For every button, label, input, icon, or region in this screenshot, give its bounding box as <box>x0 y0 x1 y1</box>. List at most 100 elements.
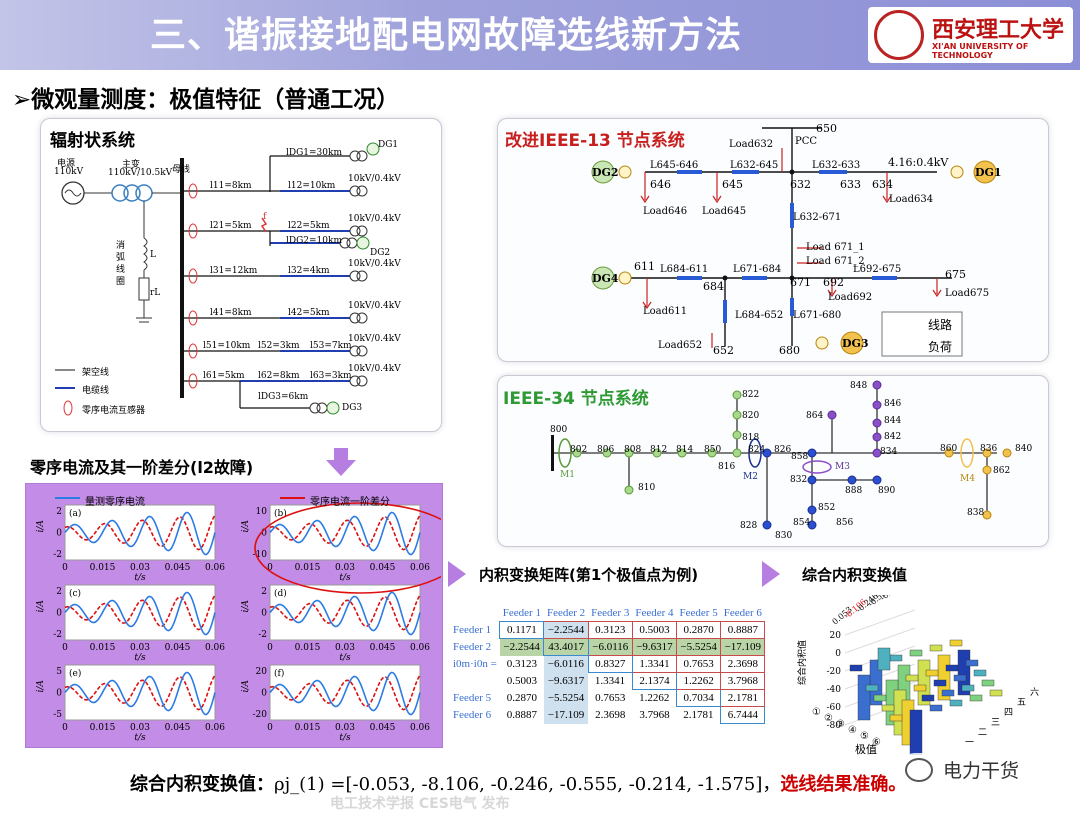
bar <box>877 647 891 671</box>
node-label: 634 <box>872 178 893 191</box>
bar <box>961 684 975 692</box>
measured-series <box>64 591 216 636</box>
coil-L: L <box>150 250 156 260</box>
load-label: Load634 <box>889 194 934 205</box>
y-tick: 0 <box>261 689 267 699</box>
y-tick: 2 <box>56 587 62 597</box>
x-label: t/s <box>339 653 351 663</box>
legend-cable: 电缆线 <box>82 386 110 396</box>
line-label: L632-633 <box>812 160 861 171</box>
x-tick: 0.03 <box>335 643 355 653</box>
matrix-cell: −2.2544 <box>499 638 544 656</box>
y-tick: 二 <box>978 728 987 738</box>
matrix-cell: 2.3698 <box>595 709 626 721</box>
bar <box>925 669 939 677</box>
node-label: 680 <box>779 344 800 357</box>
matrix-cell: 1.3341 <box>631 655 678 673</box>
matrix-cell: −2.2544 <box>543 621 589 639</box>
node-label: 802 <box>570 445 588 455</box>
matrix-col-header: Feeder 1 <box>502 607 541 619</box>
bar <box>849 664 863 672</box>
node-label: 684 <box>703 280 724 293</box>
node-label: 818 <box>742 433 760 443</box>
matrix-cell: 1.2262 <box>639 692 670 705</box>
line-label: l61=5km <box>203 371 245 381</box>
node-label: 846 <box>884 399 902 409</box>
x-tick: 0.03 <box>130 643 150 653</box>
matrix-cell: 43.4017 <box>543 638 589 656</box>
x-tick: 0.03 <box>335 723 355 733</box>
node-label: 838 <box>967 508 985 518</box>
value-label: -0.214 <box>879 595 904 603</box>
node-label: 858 <box>791 452 809 462</box>
matrix-cell: −6.0116 <box>587 638 633 656</box>
wechat-icon <box>905 758 933 782</box>
y-tick: -10 <box>253 550 268 560</box>
matrix-cell: 0.5003 <box>631 621 678 639</box>
radial-title: 辐射状系统 <box>50 131 135 151</box>
matrix-cell: 0.1171 <box>499 621 545 639</box>
matrix-cell: 1.3341 <box>594 675 626 688</box>
z-tick: -40 <box>827 685 842 695</box>
x-tick: ③ <box>836 719 845 730</box>
bar <box>949 699 963 707</box>
pcc-label: PCC <box>795 136 818 147</box>
y-tick: 20 <box>256 667 268 677</box>
node-label: 856 <box>836 518 854 528</box>
x-tick: 0.06 <box>410 563 430 573</box>
line-label: L671-684 <box>733 264 782 275</box>
legend-line: 线路 <box>928 318 953 332</box>
y-tick: -2 <box>53 550 62 560</box>
dg-label: DG4 <box>592 272 619 285</box>
line-label: l12=10km <box>288 181 336 191</box>
y-tick: 0 <box>261 609 267 619</box>
node-label: 810 <box>638 483 656 493</box>
matrix-cell: 2.1781 <box>720 689 766 707</box>
bar <box>889 654 903 662</box>
legend-ct: 零序电流互感器 <box>82 406 146 416</box>
node-label: 633 <box>840 178 861 191</box>
line-label: l32=4km <box>288 266 330 276</box>
matrix-cell: −17.109 <box>543 706 589 724</box>
node-label: 840 <box>1015 444 1033 454</box>
coil-rL: rL <box>150 288 161 298</box>
matrix-row-header: Feeder 2 <box>453 641 492 653</box>
node-label: 645 <box>722 178 743 191</box>
x-tick: 0.045 <box>165 723 191 733</box>
x-tick: 0.015 <box>295 723 321 733</box>
bar <box>933 679 947 687</box>
line-label: l63=3km <box>310 371 352 381</box>
load-label: Load611 <box>643 306 688 317</box>
dg-line-label: lDG3=6km <box>258 392 309 402</box>
ieee13-title: 改进IEEE-13 节点系统 <box>505 131 685 151</box>
diff-series <box>269 594 421 631</box>
x-label: t/s <box>339 573 351 583</box>
arrow-right-icon <box>762 561 780 587</box>
load-label: 10kV/0.4kV <box>348 214 401 224</box>
matrix-cell: 2.3698 <box>720 655 766 673</box>
x-label: t/s <box>134 573 146 583</box>
logo-chinese: 西安理工大学 <box>932 17 1065 43</box>
arrow-right-icon <box>448 561 466 587</box>
node-label: 812 <box>650 445 668 455</box>
matrix-cell: 0.8887 <box>506 709 538 721</box>
x-tick: 0.06 <box>410 643 430 653</box>
y-tick: 一 <box>965 738 974 748</box>
load-label: Load692 <box>828 292 873 303</box>
x-tick: 0.06 <box>205 563 225 573</box>
z-tick: -80 <box>827 721 842 731</box>
line-label: L632-645 <box>730 160 779 171</box>
conclusion-label: 综合内积变换值： <box>130 774 274 795</box>
bar <box>989 689 1003 697</box>
x-tick: 0.03 <box>335 563 355 573</box>
bar <box>949 639 963 647</box>
panel-tag: (b) <box>274 508 287 519</box>
x-tick: ④ <box>848 725 857 736</box>
bar3d-title: 综合内积变换值 <box>802 566 908 584</box>
bar <box>889 714 903 722</box>
matrix-cell: 3.7968 <box>639 709 670 721</box>
load-label: Load675 <box>945 288 990 299</box>
